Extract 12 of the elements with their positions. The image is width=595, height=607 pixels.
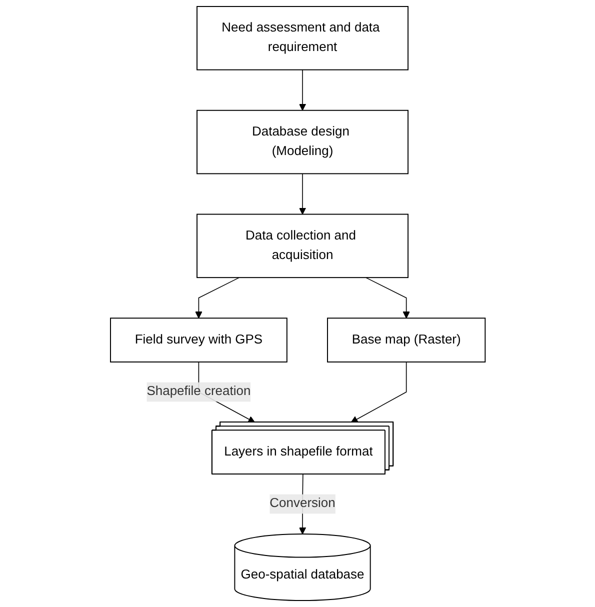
arrow (365, 277, 410, 318)
arrow (194, 277, 240, 318)
node-box: Base map (Raster) (326, 318, 486, 362)
node-box: Data collection and acquisition (196, 214, 408, 278)
edge-label: Conversion (269, 496, 336, 510)
edge-label: Shapefile creation (146, 384, 250, 398)
arrow (298, 173, 306, 215)
node-box: Need assessment and data requirement (196, 6, 408, 70)
arrow (350, 362, 406, 423)
arrow (298, 69, 306, 111)
node-box: Database design (Modeling) (196, 110, 408, 174)
node-box: Field survey with GPS (110, 318, 288, 362)
